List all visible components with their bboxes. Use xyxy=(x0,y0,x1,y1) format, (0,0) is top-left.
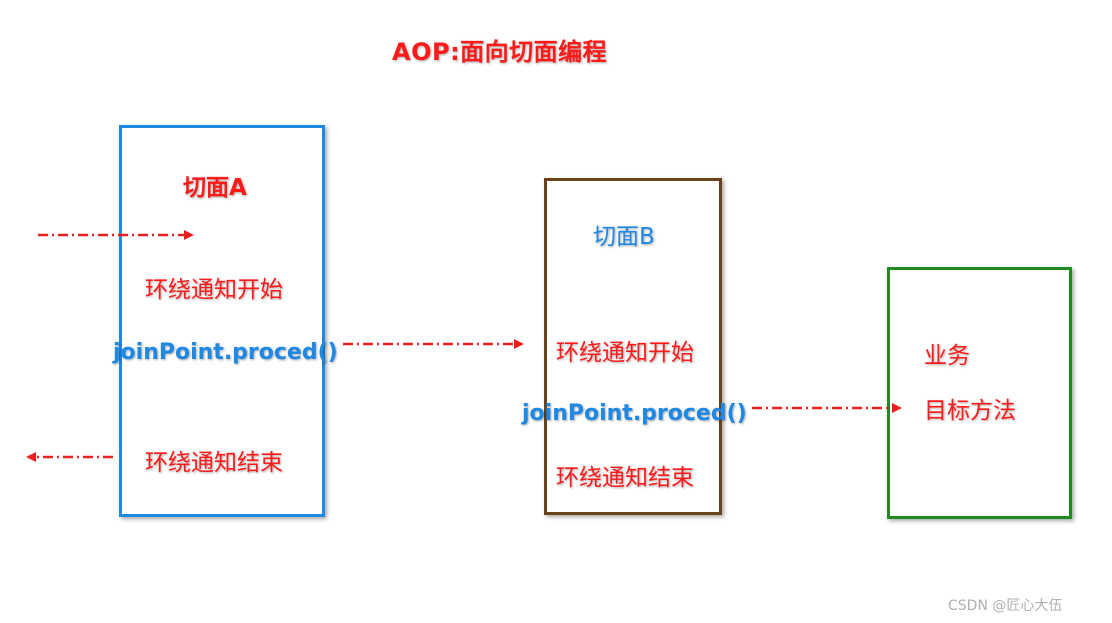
aspect-a-label: 切面A xyxy=(183,175,247,201)
target-box xyxy=(887,267,1072,519)
target-method-label: 目标方法 xyxy=(924,398,1016,424)
aspect-a-around-start: 环绕通知开始 xyxy=(145,277,283,303)
aspect-a-around-end: 环绕通知结束 xyxy=(145,450,283,476)
diagram-title: AOP:面向切面编程 xyxy=(392,38,608,66)
watermark: CSDN @匠心大伍 xyxy=(948,598,1063,614)
aspect-b-around-start: 环绕通知开始 xyxy=(556,340,694,366)
aspect-a-box xyxy=(119,125,325,517)
target-business-label: 业务 xyxy=(924,343,970,369)
aspect-b-label: 切面B xyxy=(593,224,655,250)
aspect-a-proceed: joinPoint.proced() xyxy=(113,340,338,365)
aspect-b-proceed: joinPoint.proced() xyxy=(522,401,747,426)
aspect-b-around-end: 环绕通知结束 xyxy=(556,465,694,491)
aspect-b-box xyxy=(544,178,722,515)
